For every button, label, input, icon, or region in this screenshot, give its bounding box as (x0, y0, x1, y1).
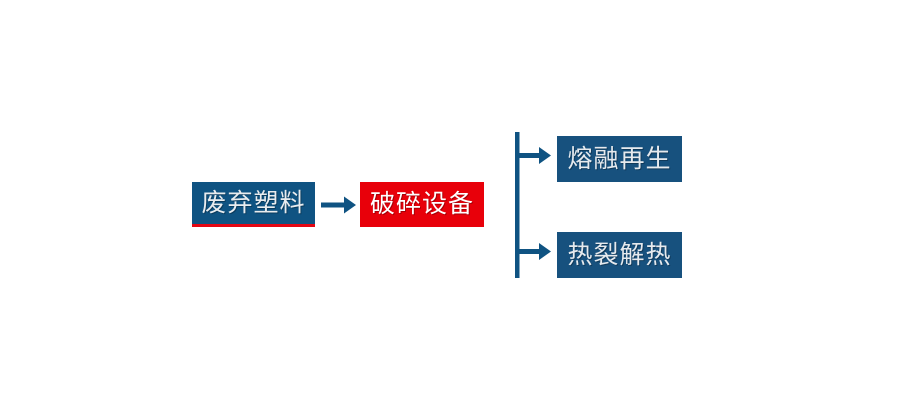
node-crusher-equipment-label: 破碎设备 (369, 190, 474, 218)
branch-arrow-lower (518, 243, 551, 260)
node-pyrolysis[interactable]: 热裂解热 (557, 232, 682, 278)
branch-vertical-line (515, 132, 520, 278)
node-waste-plastic-label: 废弃塑料 (201, 188, 306, 217)
arrow-right-glyph (321, 196, 356, 214)
arrow-right-icon (321, 191, 357, 219)
branch-split-glyph (515, 132, 551, 278)
node-waste-plastic[interactable]: 废弃塑料 (192, 182, 315, 227)
branch-arrow-upper (518, 147, 551, 164)
node-melt-regeneration[interactable]: 熔融再生 (557, 136, 682, 182)
node-melt-regeneration-label: 熔融再生 (567, 144, 672, 173)
node-pyrolysis-label: 热裂解热 (567, 240, 672, 269)
branch-split-connector (505, 126, 560, 284)
node-crusher-equipment[interactable]: 破碎设备 (360, 182, 484, 227)
